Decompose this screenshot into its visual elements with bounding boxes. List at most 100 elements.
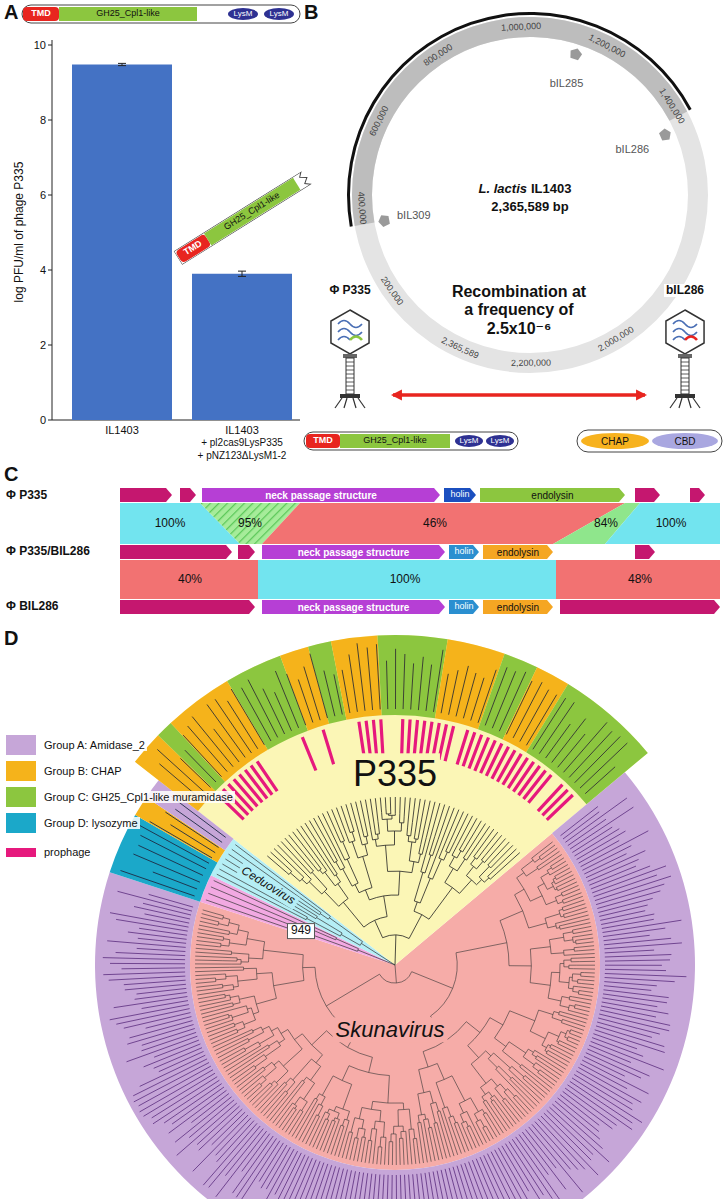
node-text: CBD [674, 436, 695, 447]
phage-icon-shape [346, 370, 354, 371]
phage-icon: Φ P335 [310, 284, 390, 410]
gene-arrow-shape [449, 545, 479, 559]
domain-oval: LysM [455, 435, 483, 447]
gene-arrow: holin [449, 545, 479, 559]
phage-icon-shape [681, 370, 689, 371]
prophage-marker [568, 47, 583, 61]
genome-name: L. lactis [479, 182, 527, 197]
phage-icon-shape [678, 354, 692, 358]
identity-band [605, 503, 720, 544]
category-label: IL1403 [225, 424, 259, 437]
node-text: GH25_Cpl1-like [96, 9, 160, 19]
node-text: endolysin [531, 490, 573, 501]
tick-label: 6 [40, 189, 46, 202]
legend-swatch [6, 787, 36, 807]
domain-box-shape [175, 234, 211, 264]
phage-icon-shape [310, 284, 390, 410]
domain-oval: LysM [264, 8, 294, 20]
phage-icon-shape [346, 390, 354, 391]
leaf-names [103, 798, 687, 1199]
axis-tick [48, 345, 52, 346]
identity-label: 46% [423, 517, 447, 531]
phage-icon-shape [681, 378, 689, 379]
gene-arrow-shape [483, 545, 553, 559]
phage-icon-shape [681, 362, 689, 363]
legend-row: prophage [6, 841, 93, 863]
gene-arrow: neck passage structure [262, 545, 445, 559]
domain-oval-shape [652, 433, 718, 449]
domain-box: TMD [306, 434, 340, 448]
node-text: CHAP [601, 436, 629, 447]
phage-icon-shape [346, 382, 354, 383]
tick-label: 8 [40, 114, 46, 127]
legend-swatch [6, 735, 36, 755]
phage-icon-shape [681, 366, 689, 367]
node-text: LysM [460, 437, 479, 446]
phage-icon-shape [353, 398, 356, 408]
phage-icon-shape [346, 366, 354, 367]
panel-letter: A [4, 1, 18, 24]
node-text: neck passage structure [298, 602, 410, 613]
phage-icon-shape [340, 394, 360, 398]
phage-icon-shape [331, 310, 369, 354]
legend-row: Group D: lysozyme [6, 812, 140, 834]
gene-arrow: holin [444, 488, 476, 502]
leaf-names [121, 796, 226, 896]
clade-label: 949 [287, 923, 315, 939]
node-text: TMD [31, 9, 51, 19]
protein-bar [577, 430, 722, 452]
node-text: LysM [234, 10, 253, 19]
phage-icon-shape [693, 398, 700, 408]
error-bar [118, 65, 126, 66]
phage-icon-shape [648, 284, 722, 410]
gene-arrow [690, 488, 705, 502]
track-label: Φ BIL286 [6, 600, 59, 614]
y-axis [52, 40, 53, 420]
protein-bar [304, 430, 722, 452]
gene-arrow: neck passage structure [262, 600, 445, 614]
node-text: endolysin [497, 547, 539, 558]
genome-map [352, 17, 708, 373]
axis-tick [48, 420, 52, 421]
phage-icon-shape [666, 310, 704, 354]
tree-branch [195, 842, 595, 1165]
track-label: Φ P335/BIL286 [6, 545, 90, 559]
gene-arrow: endolysin [480, 488, 625, 502]
group-ring [526, 684, 648, 804]
identity-label: 100% [390, 573, 421, 587]
gene-arrow [635, 545, 655, 559]
node-text: holin [454, 602, 473, 612]
phage-icon: bIL286 [648, 284, 722, 410]
error-bar [238, 276, 246, 277]
node-text: endolysin [497, 602, 539, 613]
clade-label: Skunavirus [333, 1017, 448, 1042]
gene-arrow-shape [262, 545, 445, 559]
error-bar [238, 271, 246, 272]
node-text: GH25_Cpl1-like [363, 436, 427, 446]
phage-icon-shape [346, 358, 354, 394]
group-ring [95, 772, 695, 1199]
phage-icon-shape [346, 374, 354, 375]
bar [192, 274, 292, 420]
phage-icon-shape [681, 382, 689, 383]
legend-text: Group B: CHAP [42, 765, 124, 777]
node-text: Φ P335 [327, 284, 372, 297]
identity-label: 84% [594, 517, 618, 531]
domain-box: TMD [23, 7, 59, 21]
tick-label: 2 [40, 339, 46, 352]
prophage-marker [658, 127, 673, 142]
domain-box-shape [204, 178, 300, 246]
protein-bar [304, 432, 518, 450]
bar-chart [22, 5, 300, 420]
domain-oval: LysM [228, 8, 258, 20]
phage-icon-shape [681, 390, 689, 391]
legend-text: Group D: lysozyme [42, 817, 140, 829]
domain-oval-shape [581, 433, 649, 449]
domain-box: GH25_Cpl1-like [204, 178, 300, 246]
legend-text: Group A: Amidase_2 [42, 739, 147, 751]
recombination-arrow [393, 393, 645, 397]
legend-row: Group B: CHAP [6, 760, 124, 782]
gene-arrow-shape [483, 600, 553, 614]
tree-branch [267, 797, 520, 965]
phylogenetic-tree [95, 635, 695, 1199]
